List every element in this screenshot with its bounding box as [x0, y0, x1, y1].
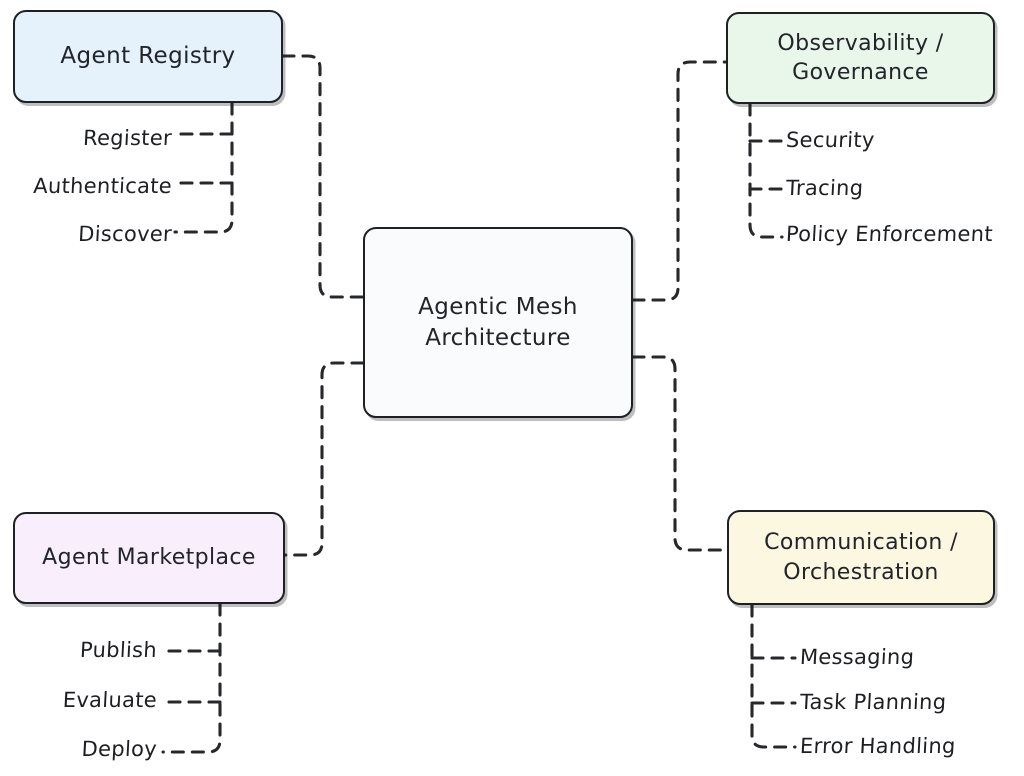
leaf-task-planning[interactable]: Task Planning — [799, 690, 947, 714]
leaf-evaluate[interactable]: Evaluate — [62, 688, 158, 712]
leaf-messaging[interactable]: Messaging — [799, 645, 915, 669]
spine-observability — [748, 102, 784, 239]
leaf-discover[interactable]: Discover — [77, 222, 173, 246]
leaf-register[interactable]: Register — [82, 126, 173, 150]
connector-center-communication — [631, 355, 729, 552]
leaf-policy-enforcement[interactable]: Policy Enforcement — [785, 222, 994, 246]
node-agentic-mesh-architecture[interactable]: Agentic Mesh Architecture — [363, 227, 633, 418]
node-observability-governance[interactable]: Observability / Governance — [726, 12, 995, 104]
leaf-tracing[interactable]: Tracing — [785, 176, 865, 200]
leaf-publish[interactable]: Publish — [79, 638, 158, 662]
spine-agent-marketplace — [161, 602, 222, 754]
connector-center-agent-marketplace — [283, 361, 365, 557]
node-center-label: Agentic Mesh Architecture — [418, 294, 578, 351]
spine-agent-registry — [173, 101, 234, 234]
leaf-authenticate[interactable]: Authenticate — [32, 174, 173, 198]
connector-center-agent-registry — [281, 54, 365, 299]
connector-center-observability — [631, 60, 728, 302]
node-agent-marketplace-label: Agent Marketplace — [42, 545, 256, 571]
node-agent-marketplace[interactable]: Agent Marketplace — [13, 512, 285, 604]
spine-communication — [750, 603, 797, 749]
leaf-security[interactable]: Security — [785, 128, 876, 152]
node-communication-orchestration-label: Communication / Orchestration — [764, 530, 958, 585]
node-communication-orchestration[interactable]: Communication / Orchestration — [727, 510, 995, 605]
leaf-error-handling[interactable]: Error Handling — [799, 734, 957, 758]
node-observability-governance-label: Observability / Governance — [777, 30, 944, 85]
leaf-deploy[interactable]: Deploy — [81, 737, 158, 761]
node-agent-registry-label: Agent Registry — [60, 43, 236, 70]
node-agent-registry[interactable]: Agent Registry — [13, 10, 283, 103]
